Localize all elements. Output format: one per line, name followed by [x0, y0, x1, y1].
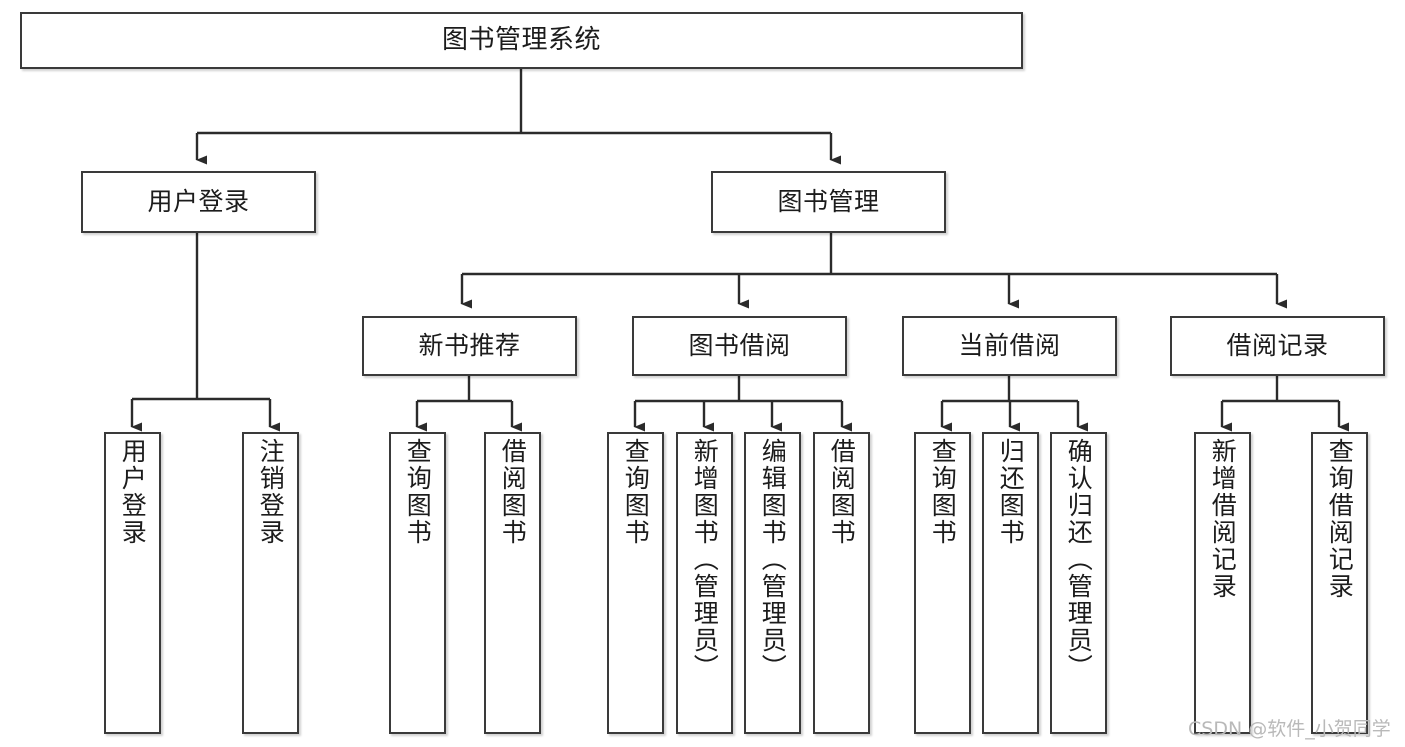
- node-borrow-record[interactable]: 借阅记录: [1170, 316, 1385, 376]
- node-label: 注销登录: [256, 438, 286, 546]
- node-label: 图书借阅: [688, 331, 791, 360]
- node-label: 用户登录: [147, 187, 250, 216]
- leaf-add-book[interactable]: 新增图书（管理员）: [676, 432, 733, 734]
- node-label: 归还图书: [996, 438, 1026, 546]
- node-label: 图书管理系统: [441, 24, 601, 55]
- leaf-return-book[interactable]: 归还图书: [982, 432, 1039, 734]
- leaf-query-book-current[interactable]: 查询图书: [914, 432, 971, 734]
- node-label: 图书管理: [777, 187, 880, 216]
- node-current-borrow[interactable]: 当前借阅: [902, 316, 1117, 376]
- node-label: 借阅记录: [1226, 331, 1329, 360]
- node-label: 当前借阅: [958, 331, 1061, 360]
- node-root-system[interactable]: 图书管理系统: [20, 12, 1023, 69]
- node-new-book-recommend[interactable]: 新书推荐: [362, 316, 577, 376]
- leaf-borrow-book[interactable]: 借阅图书: [813, 432, 870, 734]
- node-label: 查询借阅记录: [1325, 438, 1355, 600]
- node-label: 新增借阅记录: [1208, 438, 1238, 600]
- node-label: 新书推荐: [418, 331, 521, 360]
- node-label: 查询图书: [403, 438, 433, 546]
- leaf-user-login[interactable]: 用户登录: [104, 432, 161, 734]
- leaf-query-borrow-record[interactable]: 查询借阅记录: [1311, 432, 1368, 734]
- leaf-confirm-return[interactable]: 确认归还（管理员）: [1050, 432, 1107, 734]
- leaf-query-book-borrow[interactable]: 查询图书: [607, 432, 664, 734]
- node-label: 编辑图书（管理员）: [758, 438, 788, 681]
- leaf-logout[interactable]: 注销登录: [242, 432, 299, 734]
- node-label: 借阅图书: [827, 438, 857, 546]
- node-label: 新增图书（管理员）: [690, 438, 720, 681]
- node-label: 查询图书: [621, 438, 651, 546]
- node-user-login[interactable]: 用户登录: [81, 171, 316, 233]
- leaf-query-book-recommend[interactable]: 查询图书: [389, 432, 446, 734]
- node-book-borrow[interactable]: 图书借阅: [632, 316, 847, 376]
- node-label: 借阅图书: [498, 438, 528, 546]
- leaf-borrow-book-recommend[interactable]: 借阅图书: [484, 432, 541, 734]
- node-label: 确认归还（管理员）: [1064, 438, 1094, 681]
- csdn-watermark: CSDN @软件_小贺同学: [1188, 718, 1391, 740]
- leaf-add-borrow-record[interactable]: 新增借阅记录: [1194, 432, 1251, 734]
- leaf-edit-book[interactable]: 编辑图书（管理员）: [744, 432, 801, 734]
- node-label: 查询图书: [928, 438, 958, 546]
- node-book-manage[interactable]: 图书管理: [711, 171, 946, 233]
- node-label: 用户登录: [118, 438, 148, 546]
